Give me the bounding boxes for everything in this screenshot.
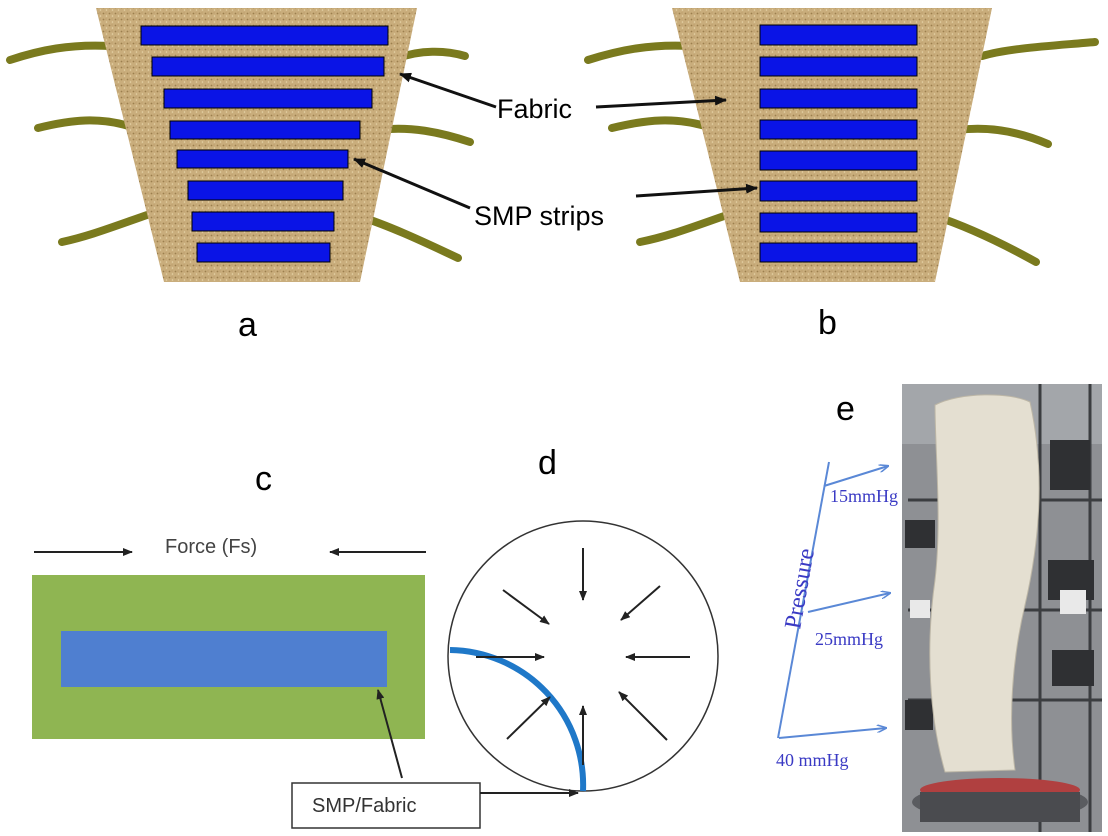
panel-a-fabric: [96, 8, 417, 282]
smp-fabric-callout-label: SMP/Fabric: [312, 795, 416, 817]
force-label: Force (Fs): [165, 536, 257, 558]
pressure-axis: [777, 461, 890, 739]
panel-b-letter: b: [818, 304, 837, 342]
smp-arrow-b: [635, 183, 758, 198]
panel-c: c Force (Fs): [32, 460, 426, 779]
panel-e-letter: e: [836, 390, 855, 428]
smp-strips-label: SMP strips: [474, 201, 604, 231]
panel-d: d SMP/Fabric: [291, 444, 719, 829]
panel-c-letter: c: [255, 460, 272, 498]
panel-c-smp-strip: [61, 631, 387, 687]
panel-d-ring-smp: [449, 647, 587, 792]
fabric-arrow-b: [595, 95, 727, 109]
panel-a-letter: a: [238, 306, 257, 344]
fabric-label: Fabric: [497, 94, 572, 124]
panel-b-strips: [759, 24, 918, 263]
callout-arrow-c: [376, 689, 403, 779]
panel-d-letter: d: [538, 444, 557, 482]
panel-a: Fabric SMP strips a: [6, 8, 604, 344]
fabric-arrow-a: [399, 72, 497, 109]
panel-a-strips: [140, 25, 389, 263]
pressure-level-40: 40 mmHg: [776, 750, 849, 770]
pressure-axis-label: Pressure: [780, 546, 820, 631]
pressure-level-25: 25mmHg: [815, 629, 883, 649]
pressure-level-15: 15mmHg: [830, 486, 898, 506]
panel-e: e: [776, 384, 1102, 832]
smp-arrow-a: [353, 157, 471, 210]
panel-d-inward-arrows: [476, 548, 690, 765]
smp-fabric-callout-box: [291, 782, 481, 829]
panel-b-ties: [584, 38, 1099, 266]
leg-photo: [902, 384, 1102, 832]
panel-b-fabric: [672, 8, 992, 282]
panel-b: b: [584, 8, 1099, 342]
